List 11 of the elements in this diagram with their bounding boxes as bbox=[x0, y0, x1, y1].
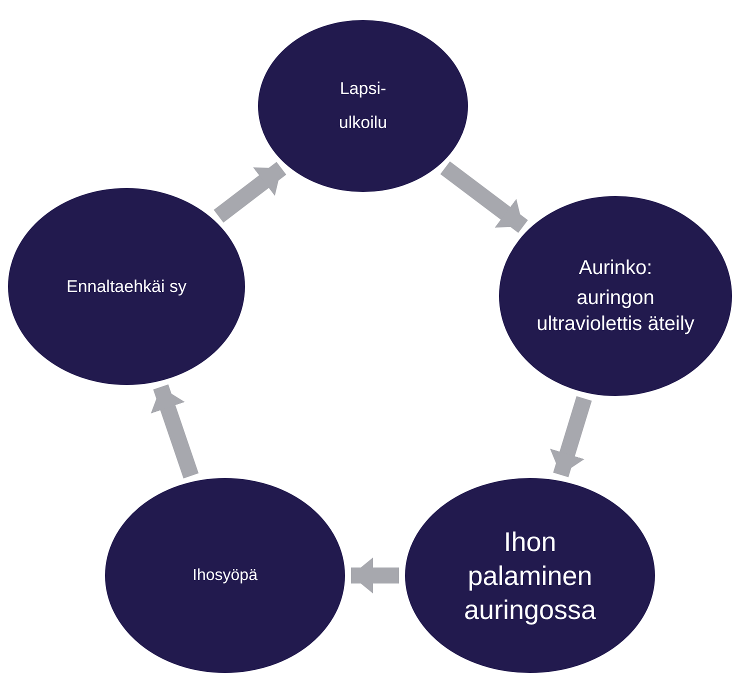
block-arrow bbox=[440, 161, 528, 233]
block-arrow bbox=[214, 162, 286, 223]
node-text: Lapsi- ulkoilu bbox=[338, 78, 388, 134]
block-arrow bbox=[351, 558, 399, 594]
node-text: Ennaltaehkäi sy bbox=[65, 276, 188, 298]
node-text: Aurinko: bbox=[578, 256, 654, 281]
node-text: Ihon palaminen auringossa bbox=[462, 526, 598, 626]
node-text: Ihosyöpä bbox=[192, 566, 258, 586]
node-text: auringon ultraviolettis äteily bbox=[536, 286, 696, 337]
block-arrow bbox=[150, 384, 199, 478]
block-arrow bbox=[550, 396, 592, 478]
